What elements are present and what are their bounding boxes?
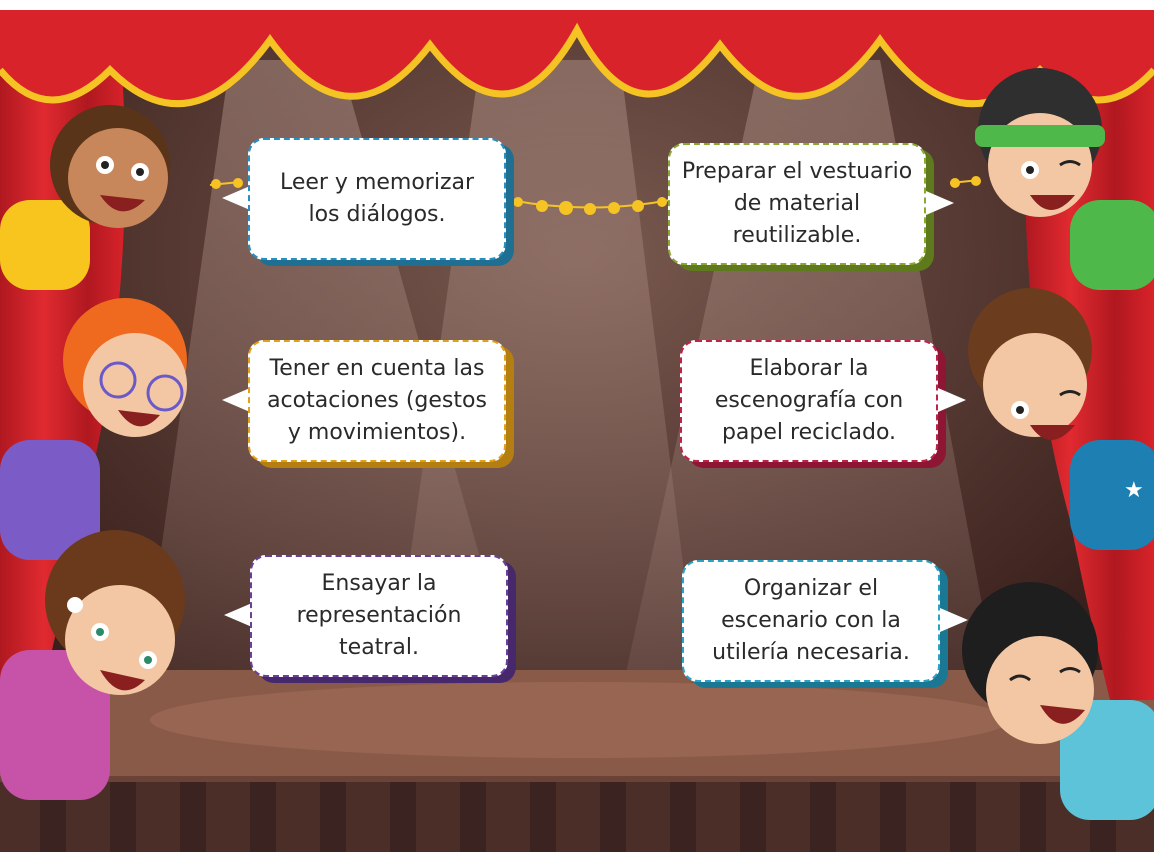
frame-top xyxy=(0,0,1154,10)
bubble-leer-memorizar: Leer y memorizar los diálogos. xyxy=(248,138,506,260)
stage-front xyxy=(0,780,1154,852)
stage-lip xyxy=(0,776,1154,782)
curly-hair-boy-icon xyxy=(0,105,170,290)
bubble-ensayar-representacion: Ensayar la representación teatral. xyxy=(250,555,508,677)
bubble-elaborar-escenografia: Elaborar la escenografía con papel recic… xyxy=(680,340,938,462)
bubble-tail xyxy=(926,191,954,215)
curly-hair-boy-star-shirt-icon: ★ xyxy=(968,288,1154,550)
bubble-tail xyxy=(222,388,250,412)
bubble-tail xyxy=(222,186,250,210)
bubble-text: Ensayar la representación teatral. xyxy=(296,571,462,660)
bubble-preparar-vestuario: Preparar el vestuario de material reutil… xyxy=(668,143,926,265)
green-headband-boy-icon xyxy=(975,68,1154,290)
curtain-valance-trim xyxy=(0,22,1154,108)
bubble-tail xyxy=(224,603,252,627)
bubble-text: Elaborar la escenografía con papel recic… xyxy=(714,356,904,445)
brown-hair-girl-flower-icon xyxy=(0,530,185,800)
black-hair-girl-icon xyxy=(962,582,1154,820)
bubble-tener-cuenta-acotaciones: Tener en cuenta las acotaciones (gestos … xyxy=(248,340,506,462)
string-lights-bulbs xyxy=(211,176,981,215)
bubble-text: Leer y memorizar los diálogos. xyxy=(279,170,475,227)
red-hair-girl-glasses-icon xyxy=(0,298,187,560)
bubble-text: Preparar el vestuario de material reutil… xyxy=(681,159,913,248)
curtain-valance xyxy=(0,0,1154,104)
svg-text:★: ★ xyxy=(1124,478,1144,503)
bubble-tail xyxy=(938,388,966,412)
bubble-organizar-escenario: Organizar el escenario con la utilería n… xyxy=(682,560,940,682)
bubble-tail xyxy=(940,608,968,632)
stage-floor-highlight xyxy=(150,682,1010,758)
bubble-text: Organizar el escenario con la utilería n… xyxy=(712,576,910,665)
bubble-text: Tener en cuenta las acotaciones (gestos … xyxy=(267,356,487,445)
